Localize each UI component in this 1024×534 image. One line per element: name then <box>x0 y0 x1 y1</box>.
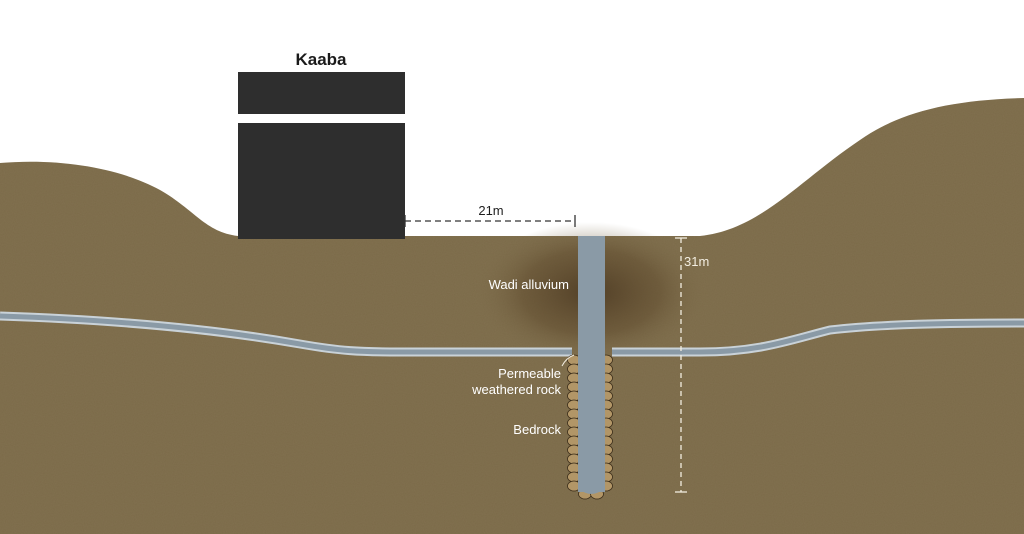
alluvium-label: Wadi alluvium <box>489 277 569 292</box>
weathered-rock-pointer <box>561 354 575 367</box>
kaaba-lower-block <box>238 123 405 239</box>
kaaba-title: Kaaba <box>295 50 347 69</box>
depth-dimension: 31m <box>675 237 709 493</box>
distance-dimension: 21m <box>404 203 576 227</box>
depth-label: 31m <box>684 254 709 269</box>
weathered-rock-label-2: weathered rock <box>471 382 561 397</box>
weathered-rock-label-1: Permeable <box>498 366 561 381</box>
bedrock-label: Bedrock <box>513 422 561 437</box>
kaaba-upper-block <box>238 72 405 114</box>
well-shaft <box>578 236 605 492</box>
water-table-line-inner <box>0 313 1024 355</box>
well-shaft-bottom <box>578 488 605 494</box>
distance-label: 21m <box>478 203 503 218</box>
